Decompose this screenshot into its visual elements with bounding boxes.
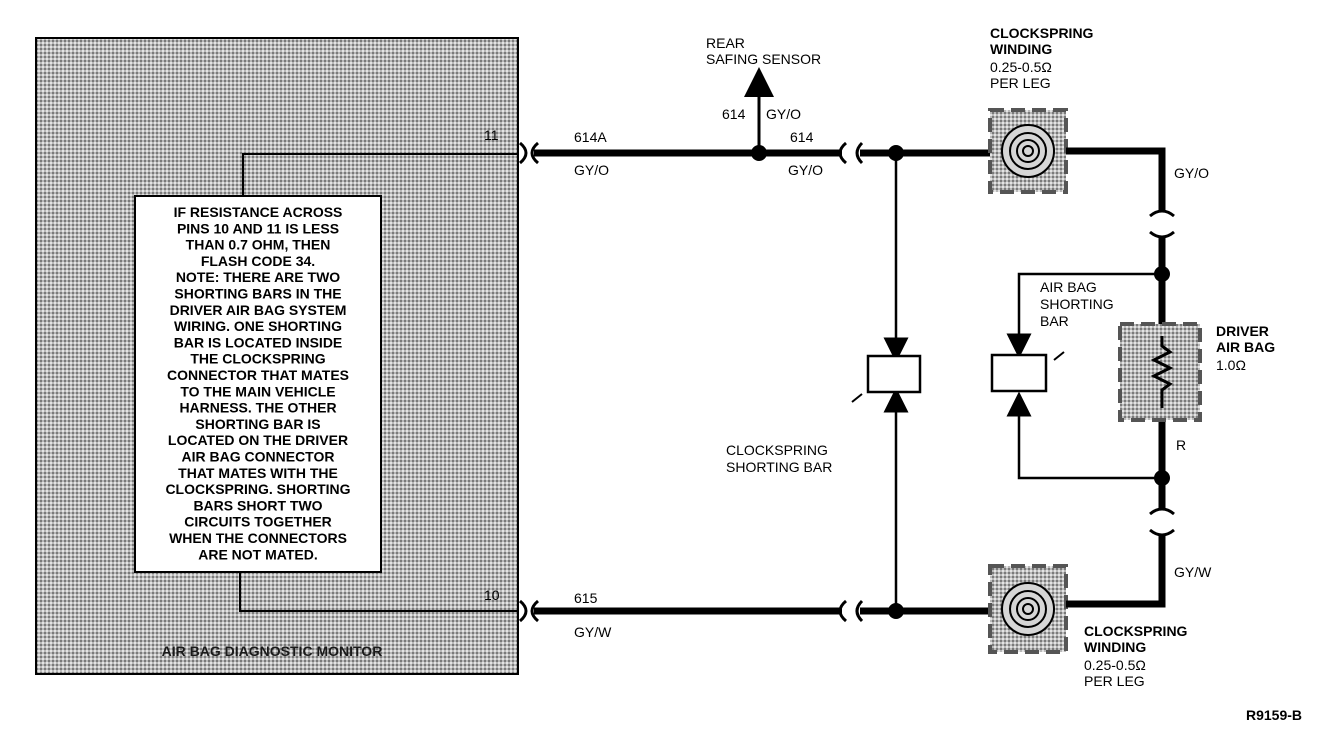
svg-text:AIR BAG: AIR BAG	[1216, 339, 1275, 355]
pin-11-lead	[242, 153, 518, 196]
note-line: CLOCKSPRING. SHORTING	[165, 481, 350, 497]
branch-614-label: 614	[722, 106, 746, 122]
svg-text:SHORTING: SHORTING	[1040, 296, 1114, 312]
svg-text:PER LEG: PER LEG	[990, 75, 1051, 91]
top-wire-614: 614A GY/O 614 GY/O 614 GY/O	[518, 67, 990, 178]
air-bag-shorting-bar: AIR BAG SHORTING BAR	[990, 272, 1162, 480]
right-bottom-color: GY/W	[1174, 564, 1212, 580]
airbag-return-label: R	[1176, 437, 1186, 453]
wire-615-color: GY/W	[574, 624, 612, 640]
note-line: THAT MATES WITH THE	[178, 465, 338, 481]
svg-text:SHORTING BAR: SHORTING BAR	[726, 459, 832, 475]
note-line: SHORTING BAR IS	[195, 416, 320, 432]
note-line: IF RESISTANCE ACROSS	[174, 204, 343, 220]
note-line: TO THE MAIN VEHICLE	[180, 383, 335, 399]
monitor-title: AIR BAG DIAGNOSTIC MONITOR	[162, 643, 383, 659]
note-line: CONNECTOR THAT MATES	[167, 367, 349, 383]
note-line: CIRCUITS TOGETHER	[184, 514, 332, 530]
clockspring-winding-bottom: CLOCKSPRING WINDING 0.25-0.5Ω PER LEG	[988, 564, 1188, 689]
wire-614-label: 614	[790, 129, 814, 145]
wire-615-label: 615	[574, 590, 598, 606]
clockspring-winding-top: CLOCKSPRING WINDING 0.25-0.5Ω PER LEG	[988, 25, 1094, 194]
right-top-color: GY/O	[1174, 165, 1209, 181]
pin-10-label: 10	[484, 587, 500, 603]
svg-text:CLOCKSPRING: CLOCKSPRING	[726, 442, 828, 458]
wire-614a-color: GY/O	[574, 162, 609, 178]
note-line: THE CLOCKSPRING	[190, 351, 325, 367]
svg-text:SAFING SENSOR: SAFING SENSOR	[706, 51, 821, 67]
note-line: LOCATED ON THE DRIVER	[168, 432, 348, 448]
pin-10-lead	[239, 572, 518, 612]
pin-11-label: 11	[484, 127, 499, 143]
svg-text:CLOCKSPRING: CLOCKSPRING	[990, 25, 1094, 41]
svg-text:REAR: REAR	[706, 35, 745, 51]
note-line: FLASH CODE 34.	[201, 253, 315, 269]
svg-text:0.25-0.5Ω: 0.25-0.5Ω	[1084, 657, 1146, 673]
svg-text:0.25-0.5Ω: 0.25-0.5Ω	[990, 59, 1052, 75]
driver-air-bag: DRIVER AIR BAG 1.0Ω	[1118, 322, 1275, 422]
note-line: AIR BAG CONNECTOR	[182, 449, 335, 465]
branch-614-color: GY/O	[766, 106, 801, 122]
svg-text:1.0Ω: 1.0Ω	[1216, 357, 1246, 373]
svg-text:WINDING: WINDING	[990, 41, 1052, 57]
note-line: HARNESS. THE OTHER	[179, 400, 336, 416]
rear-safing-sensor-label: REAR SAFING SENSOR	[706, 35, 821, 67]
note-line: NOTE: THERE ARE TWO	[176, 269, 340, 285]
note-line: DRIVER AIR BAG SYSTEM	[170, 302, 347, 318]
svg-text:AIR BAG: AIR BAG	[1040, 279, 1097, 295]
wire-614a-label: 614A	[574, 129, 607, 145]
wire-614-color: GY/O	[788, 162, 823, 178]
svg-text:DRIVER: DRIVER	[1216, 323, 1269, 339]
note-line: THAN 0.7 OHM, THEN	[186, 237, 331, 253]
clockspring-shorting-bar: CLOCKSPRING SHORTING BAR	[726, 153, 922, 611]
svg-text:BAR: BAR	[1040, 313, 1069, 329]
note-line: BARS SHORT TWO	[193, 497, 322, 513]
note-line: WIRING. ONE SHORTING	[174, 318, 342, 334]
figure-id: R9159-B	[1246, 707, 1302, 723]
note-line: PINS 10 AND 11 IS LESS	[177, 220, 339, 236]
note-line: ARE NOT MATED.	[198, 546, 318, 562]
note-line: WHEN THE CONNECTORS	[169, 530, 347, 546]
svg-text:PER LEG: PER LEG	[1084, 673, 1145, 689]
bottom-wire-615: 615 GY/W	[518, 590, 990, 640]
note-line: BAR IS LOCATED INSIDE	[174, 334, 343, 350]
svg-text:WINDING: WINDING	[1084, 639, 1146, 655]
note-line: SHORTING BARS IN THE	[174, 286, 341, 302]
svg-text:CLOCKSPRING: CLOCKSPRING	[1084, 623, 1188, 639]
